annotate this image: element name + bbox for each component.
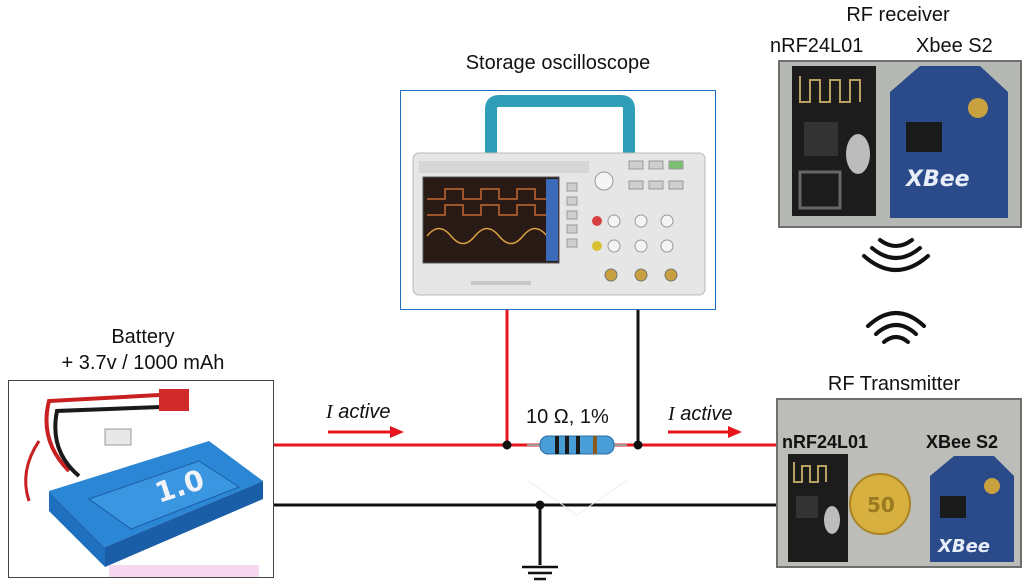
transmitter-module-b-label: XBee S2 xyxy=(926,432,999,452)
rf-transmitter-photo: 50 XBee xyxy=(776,398,1022,568)
current-symbol-right: I xyxy=(668,403,675,425)
current-text-left: active xyxy=(338,401,391,423)
receiver-module-b-label: Xbee S2 xyxy=(916,35,993,57)
svg-text:XBee: XBee xyxy=(937,536,990,557)
oscilloscope-panel xyxy=(400,90,716,310)
current-text-right: active xyxy=(680,403,733,425)
current-arrow-left xyxy=(328,426,404,438)
resistor-label: 10 Ω, 1% xyxy=(526,406,609,428)
junction-dot xyxy=(633,440,643,450)
battery-spec: + 3.7v / 1000 mAh xyxy=(61,352,225,374)
rf-receiver-modules: XBee xyxy=(792,66,1008,218)
oscilloscope-title: Storage oscilloscope xyxy=(465,52,651,74)
svg-text:XBee: XBee xyxy=(904,167,970,192)
oscilloscope-image xyxy=(412,95,706,296)
svg-text:50: 50 xyxy=(867,493,895,517)
resistor-icon xyxy=(527,435,627,455)
rf-transmitter-modules: 50 XBee xyxy=(788,454,1014,562)
battery-title: Battery xyxy=(111,326,175,348)
wifi-signal-icon-inverted xyxy=(862,238,930,272)
wifi-signal-icon xyxy=(866,311,926,344)
battery-image: 1.0 xyxy=(24,389,263,577)
resistor-shadow xyxy=(526,479,628,516)
rf-transmitter-title: RF Transmitter xyxy=(827,373,961,395)
ground-symbol-icon xyxy=(522,565,558,581)
current-label-right: I active xyxy=(668,403,732,426)
rf-receiver-photo: XBee xyxy=(778,60,1022,228)
rf-receiver-title: RF receiver xyxy=(846,4,950,26)
battery-photo: 1.0 xyxy=(8,380,274,578)
junction-dot xyxy=(502,440,512,450)
transmitter-module-a-label: nRF24L01 xyxy=(782,432,869,452)
receiver-module-a-label: nRF24L01 xyxy=(770,35,864,57)
junction-dot xyxy=(535,500,545,510)
current-label-left: I active xyxy=(326,401,390,424)
current-arrow-right xyxy=(668,426,742,438)
current-symbol-left: I xyxy=(326,401,333,423)
